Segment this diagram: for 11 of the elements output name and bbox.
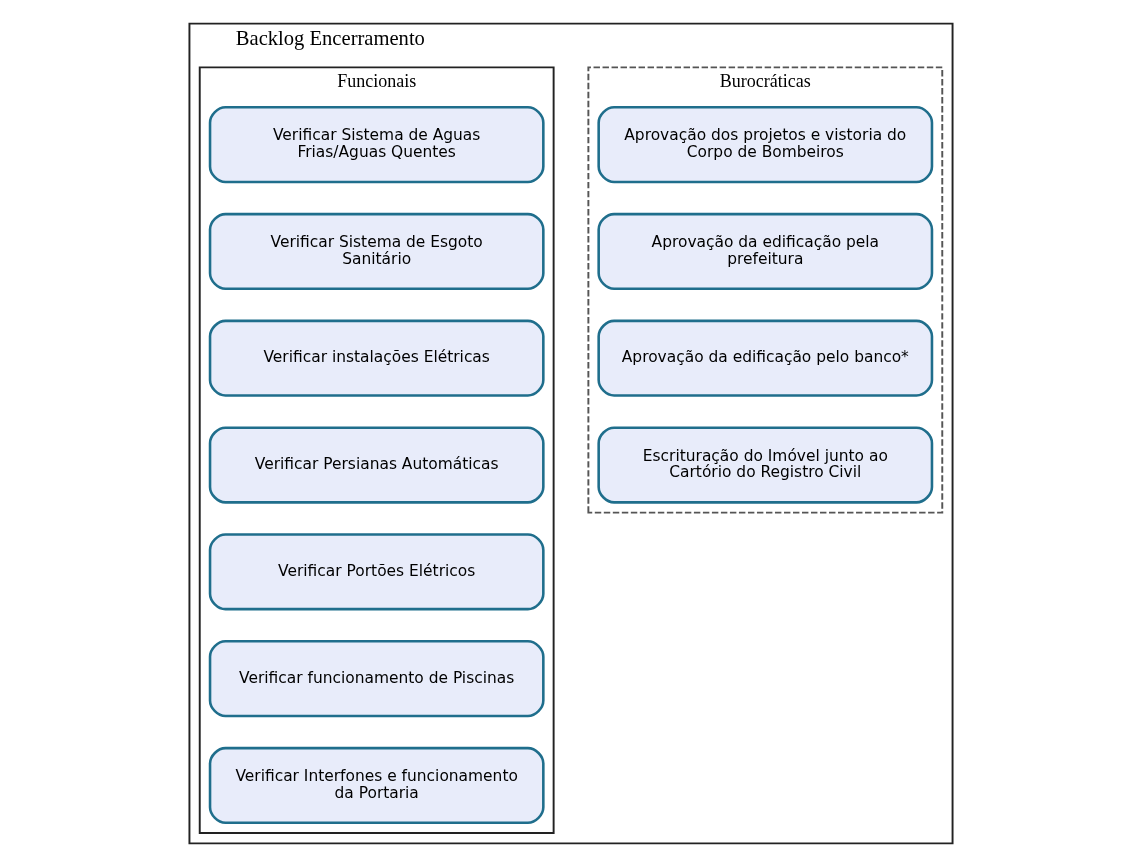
node-box: Verificar funcionamento de Piscinas [208,640,545,718]
node-box: Aprovação dos projetos e vistoria do Corpo de Bombeiros [596,106,933,184]
node-box: Verificar Persianas Automáticas [208,426,545,504]
node-box: Verificar Portões Elétricos [208,533,545,611]
node-box: Aprovação da edificação pelo banco* [596,319,933,397]
node-box: Verificar Sistema de Aguas Frias/Aguas Quentes [208,106,545,184]
node-box: Verificar Sistema de Esgoto Sanitário [208,212,545,290]
node-box: Aprovação da edificação pela prefeitura [596,212,933,290]
node-box: Escrituração do Imóvel junto ao Cartório do Registro Civil [596,426,933,504]
node-box: Verificar Interfones e funcionamento da Portaria [208,746,545,825]
node-box: Verificar instalações Elétricas [208,319,545,397]
